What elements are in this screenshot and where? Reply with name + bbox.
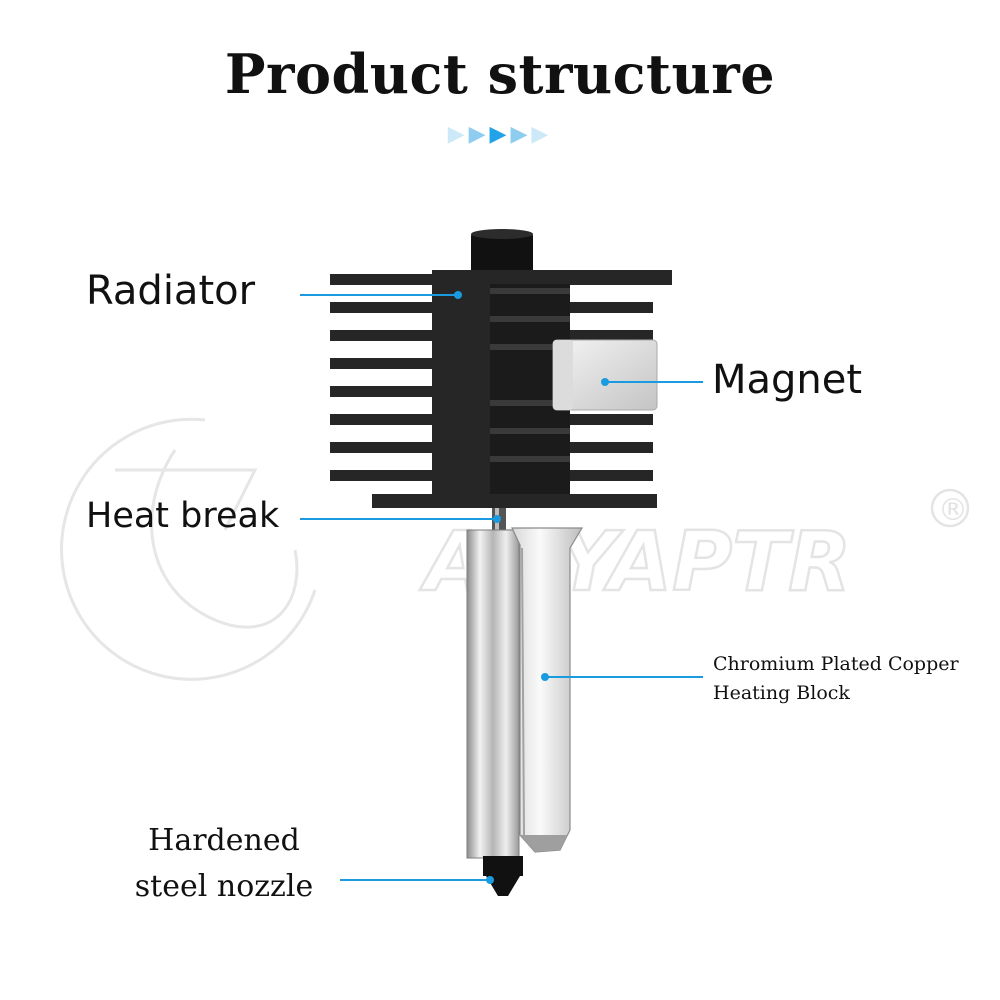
page-title: Product structure (224, 42, 776, 106)
registered-icon (930, 488, 970, 528)
label-nozzle-line1: Hardened (148, 823, 300, 858)
label-magnet: Magnet (712, 357, 863, 403)
label-heating-block-line2: Heating Block (713, 682, 850, 704)
callout-lines (300, 291, 703, 884)
label-radiator: Radiator (86, 268, 256, 314)
magnet-block (552, 339, 658, 411)
arrow-icon: ▶ (447, 122, 469, 147)
label-heating-block-line1: Chromium Plated Copper (713, 653, 959, 675)
nozzle-tip (483, 856, 523, 896)
arrow-icon: ▶ (468, 122, 490, 147)
arrow-icon: ▶ (510, 122, 532, 147)
heating-block (466, 527, 584, 859)
label-nozzle: Hardened steel nozzle (118, 818, 330, 910)
inlet-tube (471, 229, 533, 274)
heatsink-fin-shadows (490, 288, 570, 462)
label-heat-break: Heat break (86, 496, 280, 536)
label-nozzle-line2: steel nozzle (134, 869, 314, 904)
decorative-arrows: ▶▶▶▶▶ (0, 124, 1000, 146)
label-heating-block: Chromium Plated Copper Heating Block (713, 650, 959, 708)
arrow-icon: ▶ (489, 122, 511, 147)
watermark-logo-icon (60, 417, 317, 681)
watermark-registered: ® (938, 493, 968, 528)
arrow-icon: ▶ (531, 122, 553, 147)
